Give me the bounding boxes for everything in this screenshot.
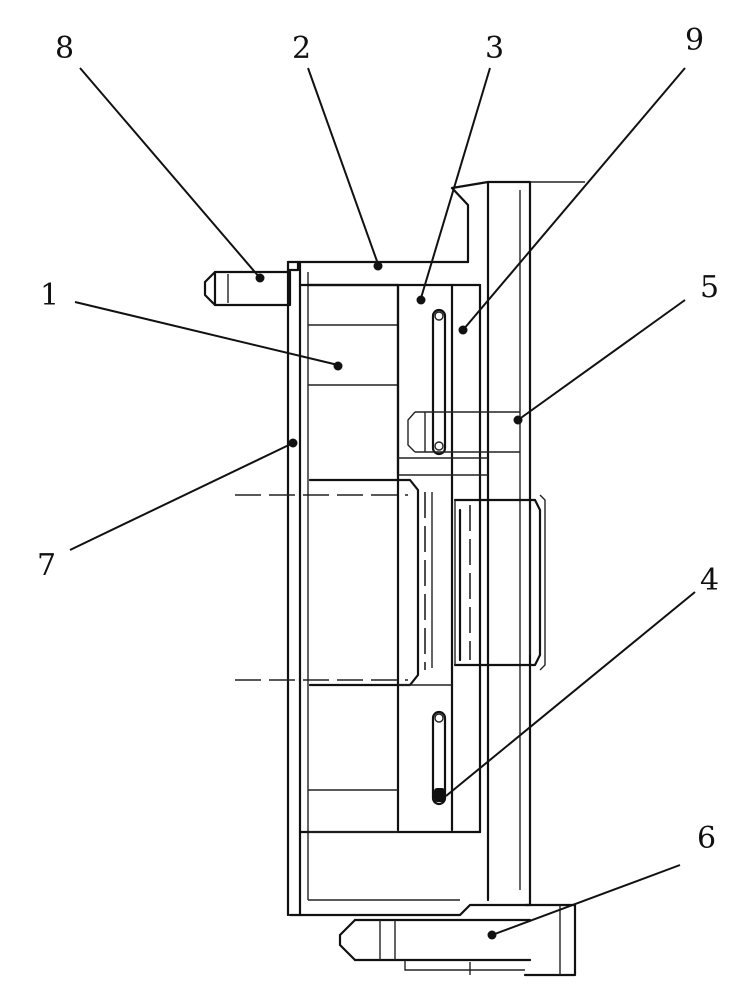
bolt-8 (203, 270, 292, 307)
outer-wall (286, 260, 309, 917)
callout-7: 7 (37, 548, 56, 583)
callout-3: 3 (485, 31, 504, 66)
callout-4: 4 (700, 563, 719, 598)
central-shaft (235, 478, 452, 687)
leader-lines (69, 67, 696, 936)
callout-labels: 8 2 3 9 1 5 7 4 6 (37, 23, 719, 856)
right-cylinder (453, 494, 546, 671)
callout-9: 9 (685, 23, 704, 58)
upper-pin-slot (431, 308, 447, 456)
callout-8: 8 (55, 31, 74, 66)
callout-6: 6 (697, 821, 716, 856)
leader-dots (255, 261, 523, 940)
lower-pin-slot (431, 710, 447, 806)
callout-5: 5 (700, 270, 719, 305)
bolt-6 (338, 903, 577, 977)
callout-1: 1 (40, 278, 59, 313)
callout-2: 2 (292, 31, 311, 66)
screw-5 (407, 411, 520, 453)
lower-block (308, 789, 398, 833)
top-plate (286, 260, 482, 287)
upper-block (306, 283, 400, 477)
